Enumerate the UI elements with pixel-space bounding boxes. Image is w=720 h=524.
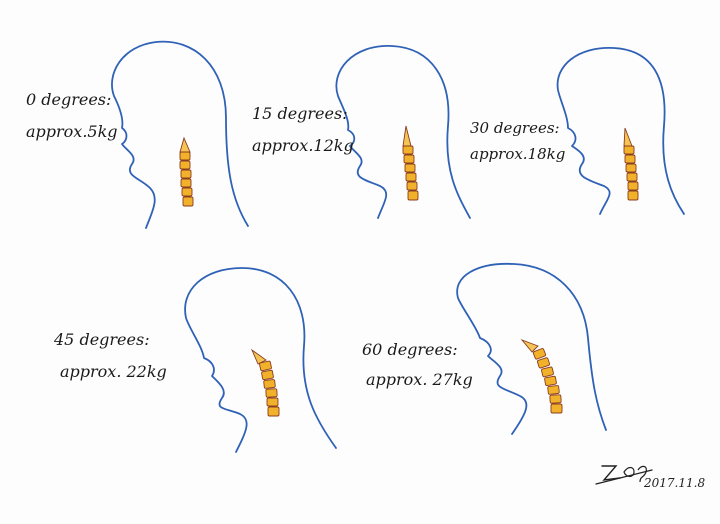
figure-0-angle-label: 0 degrees:: [26, 90, 112, 109]
figure-60-angle-label: 60 degrees:: [362, 340, 458, 359]
head-outline-45: [184, 267, 337, 453]
signature-mark: [595, 465, 653, 485]
figure-15-weight-label: approx.12kg: [252, 136, 354, 155]
figure-60-weight-label: approx. 27kg: [366, 370, 473, 389]
figure-45-angle-label: 45 degrees:: [54, 330, 150, 349]
spine-45: [250, 348, 280, 417]
spine-0: [179, 136, 194, 207]
spine-30: [623, 127, 639, 201]
figure-45-weight-label: approx. 22kg: [60, 362, 167, 381]
head-outline-15: [335, 45, 471, 219]
figure-15-angle-label: 15 degrees:: [252, 104, 348, 123]
figure-30-weight-label: approx.18kg: [470, 145, 566, 163]
spine-15: [402, 125, 419, 201]
head-30-degrees: [556, 47, 685, 215]
head-outline-0: [111, 40, 249, 229]
head-outline-30: [556, 47, 685, 215]
figure-30-angle-label: 30 degrees:: [470, 119, 560, 137]
head-45-degrees: [184, 267, 337, 453]
spine-60: [520, 338, 563, 414]
head-60-degrees: [456, 262, 607, 435]
head-0-degrees: [111, 40, 249, 229]
signature-date: 2017.11.8: [644, 476, 706, 490]
head-outline-60: [456, 262, 607, 435]
head-15-degrees: [335, 45, 471, 219]
figure-0-weight-label: approx.5kg: [26, 122, 118, 141]
